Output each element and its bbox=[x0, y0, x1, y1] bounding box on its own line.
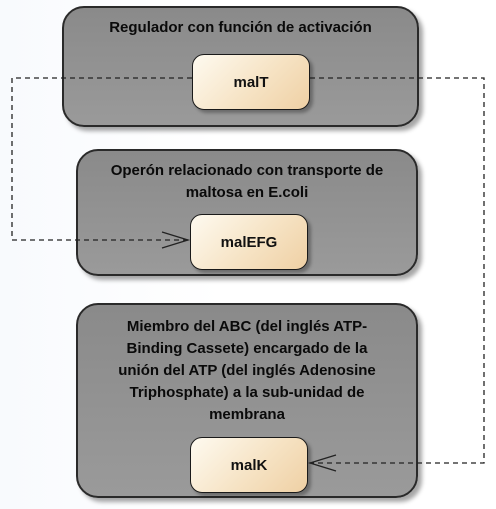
operon-panel-title: Operón relacionado con transporte de mal… bbox=[110, 162, 384, 201]
gene-node-malK[interactable]: malK bbox=[190, 437, 308, 493]
member-panel-title: Miembro del ABC (del inglés ATP- Binding… bbox=[118, 318, 376, 423]
gene-node-malEFG[interactable]: malEFG bbox=[190, 214, 308, 270]
regulator-panel-title: Regulador con función de activación bbox=[109, 19, 372, 36]
gene-node-malT[interactable]: malT bbox=[192, 54, 310, 110]
